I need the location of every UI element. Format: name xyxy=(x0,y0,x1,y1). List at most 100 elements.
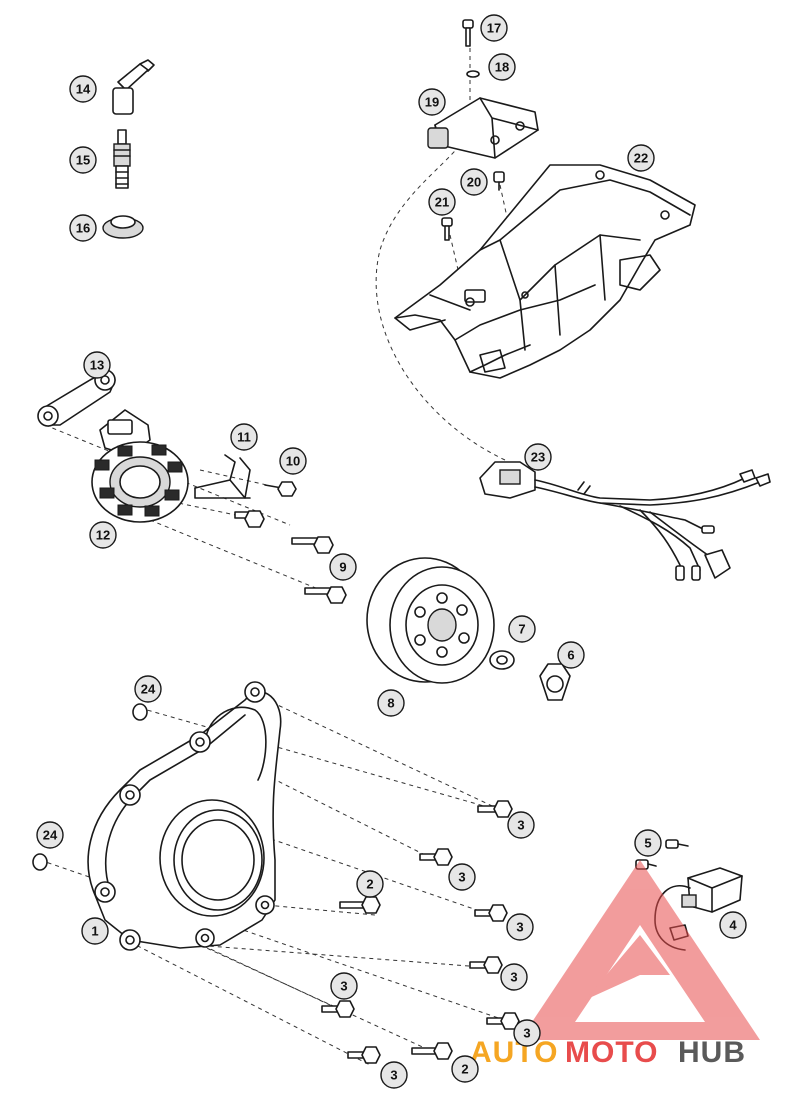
cover-screws xyxy=(321,800,520,1064)
ecu-19 xyxy=(427,97,539,159)
callout-3d: 3 xyxy=(500,963,528,991)
svg-text:24: 24 xyxy=(141,682,156,697)
callout-24a: 24 xyxy=(134,675,162,703)
callout-3e: 3 xyxy=(330,972,358,1000)
washer-7 xyxy=(489,650,515,670)
svg-text:3: 3 xyxy=(458,870,465,885)
svg-text:15: 15 xyxy=(76,153,90,168)
screw-9b xyxy=(291,536,334,554)
screw-3-3 xyxy=(474,904,508,922)
svg-text:19: 19 xyxy=(425,95,439,110)
screw-21 xyxy=(441,217,453,241)
watermark-text: AUTO MOTO HUB xyxy=(470,1036,746,1069)
svg-text:3: 3 xyxy=(390,1068,397,1083)
callout-11: 11 xyxy=(230,423,258,451)
nut-20 xyxy=(493,171,505,191)
svg-text:9: 9 xyxy=(339,560,346,575)
callout-16: 16 xyxy=(69,214,97,242)
plug-24b xyxy=(32,853,48,871)
watermark-logo xyxy=(520,860,760,1040)
svg-text:2: 2 xyxy=(461,1062,468,1077)
callout-3c: 3 xyxy=(506,913,534,941)
svg-text:14: 14 xyxy=(76,82,91,97)
spark-plug-cap xyxy=(112,59,155,115)
svg-text:4: 4 xyxy=(729,918,737,933)
svg-text:7: 7 xyxy=(518,622,525,637)
callout-22: 22 xyxy=(627,144,655,172)
svg-text:2: 2 xyxy=(366,877,373,892)
svg-text:8: 8 xyxy=(387,696,394,711)
callout-2a: 2 xyxy=(356,870,384,898)
screw-3-7 xyxy=(347,1046,381,1064)
callout-13: 13 xyxy=(83,351,111,379)
screw-10 xyxy=(264,481,297,497)
svg-text:3: 3 xyxy=(510,970,517,985)
callout-8: 8 xyxy=(377,689,405,717)
spark-plug xyxy=(113,129,131,189)
callout-23: 23 xyxy=(524,443,552,471)
screw-3-5 xyxy=(321,1000,355,1018)
svg-text:10: 10 xyxy=(286,454,300,469)
screw-5a xyxy=(665,839,689,849)
svg-text:3: 3 xyxy=(516,920,523,935)
callout-10: 10 xyxy=(279,447,307,475)
plug-24a xyxy=(132,703,148,721)
callout-7: 7 xyxy=(508,615,536,643)
callout-21: 21 xyxy=(428,188,456,216)
screw-2-1 xyxy=(339,896,381,914)
screw-17 xyxy=(462,19,474,47)
callout-19: 19 xyxy=(418,88,446,116)
callout-17: 17 xyxy=(480,14,508,42)
screw-3-4 xyxy=(469,956,503,974)
svg-text:6: 6 xyxy=(567,648,574,663)
callout-18: 18 xyxy=(488,53,516,81)
svg-text:22: 22 xyxy=(634,151,648,166)
svg-text:24: 24 xyxy=(43,828,58,843)
callout-24b: 24 xyxy=(36,821,64,849)
callout-6: 6 xyxy=(557,641,585,669)
callout-12: 12 xyxy=(89,521,117,549)
screw-9a xyxy=(234,510,265,528)
bracket-11 xyxy=(194,454,251,499)
callout-5: 5 xyxy=(634,829,662,857)
callout-3a: 3 xyxy=(507,811,535,839)
svg-text:17: 17 xyxy=(487,21,501,36)
svg-text:13: 13 xyxy=(90,358,104,373)
svg-text:3: 3 xyxy=(517,818,524,833)
callout-3g: 3 xyxy=(380,1061,408,1089)
svg-text:3: 3 xyxy=(523,1026,530,1041)
callout-20: 20 xyxy=(460,168,488,196)
flywheel-8 xyxy=(366,557,495,684)
callout-3b: 3 xyxy=(448,863,476,891)
watermark-part2: MOTO xyxy=(565,1036,658,1069)
watermark-part1: AUTO xyxy=(470,1036,558,1069)
callout-3f: 3 xyxy=(513,1019,541,1047)
callout-2b: 2 xyxy=(451,1055,479,1083)
screw-3-6 xyxy=(486,1012,520,1030)
wiring-harness-23 xyxy=(479,461,771,581)
svg-text:1: 1 xyxy=(91,924,98,939)
svg-text:20: 20 xyxy=(467,175,481,190)
callout-1: 1 xyxy=(81,917,109,945)
svg-text:16: 16 xyxy=(76,221,90,236)
svg-text:21: 21 xyxy=(435,195,449,210)
svg-text:12: 12 xyxy=(96,528,110,543)
nut-6 xyxy=(539,663,571,701)
bracket-22 xyxy=(394,164,696,379)
stator-12 xyxy=(91,409,189,523)
screw-3-1 xyxy=(477,800,513,818)
screw-3-2 xyxy=(419,848,453,866)
svg-text:23: 23 xyxy=(531,450,545,465)
callout-9: 9 xyxy=(329,553,357,581)
watermark-part3: HUB xyxy=(678,1036,746,1069)
washer-18 xyxy=(466,70,480,78)
screw-2-2 xyxy=(411,1042,453,1060)
cable-guide-13 xyxy=(37,369,116,427)
screw-9c xyxy=(304,586,347,604)
svg-text:3: 3 xyxy=(340,979,347,994)
svg-text:18: 18 xyxy=(495,60,509,75)
callout-15: 15 xyxy=(69,146,97,174)
spark-plug-seal xyxy=(102,215,144,239)
callout-14: 14 xyxy=(69,75,97,103)
